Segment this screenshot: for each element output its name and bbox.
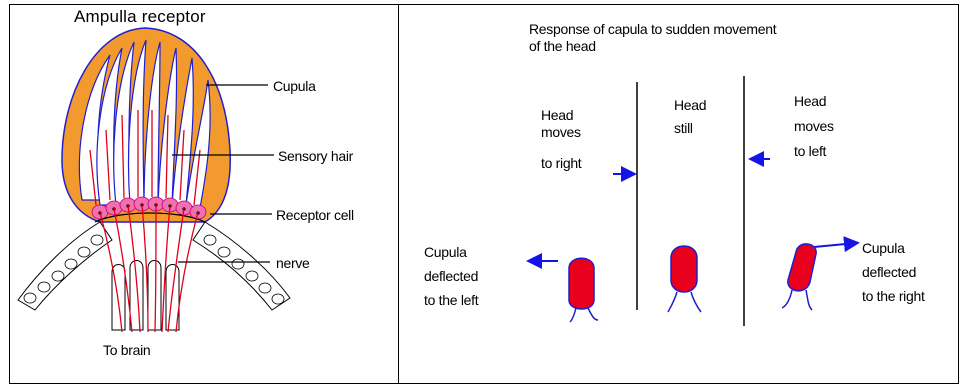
cupula-deflected-right [782, 244, 816, 310]
cupula-still [668, 246, 701, 312]
cupula-deflected-left [569, 258, 598, 322]
arrow-cupula-right [814, 243, 856, 247]
